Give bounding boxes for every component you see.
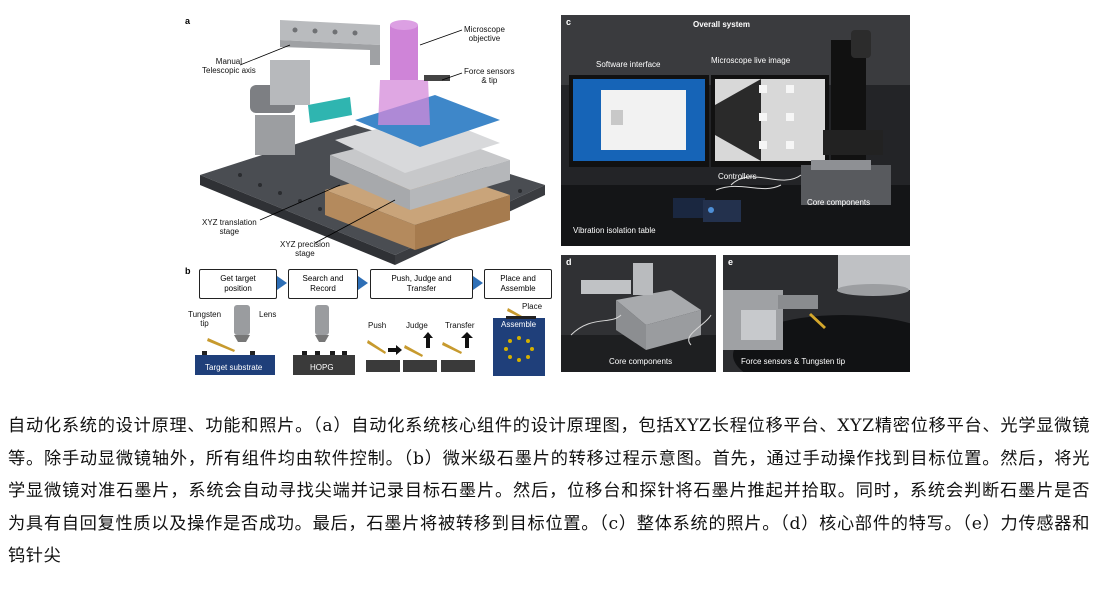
label-xyz-precision: XYZ precision stage xyxy=(280,240,330,258)
flow-step-2-text: Search and Record xyxy=(302,274,344,293)
label-lens: Lens xyxy=(259,310,277,319)
panel-d-drawing xyxy=(561,255,716,372)
panel-e-photo: e Force sensors & Tungsten tip xyxy=(723,255,910,372)
label-live-image: Microscope live image xyxy=(711,56,791,65)
label-manual-axis: Manual Telescopic axis xyxy=(202,57,256,75)
panel-e-letter: e xyxy=(728,257,734,267)
panel-d-letter: d xyxy=(566,257,572,267)
panel-a: a xyxy=(180,15,555,265)
flow-arrow-2 xyxy=(358,276,368,290)
panel-d-label: Core components xyxy=(609,357,673,366)
flow-arrow-3 xyxy=(473,276,483,290)
panel-c-drawing xyxy=(561,15,910,246)
flow-step-4-text: Place and Assemble xyxy=(500,274,536,293)
flow-step-1-text: Get target position xyxy=(220,274,256,293)
panel-a-drawing xyxy=(200,20,545,265)
label-transfer: Transfer xyxy=(445,321,475,330)
label-vibration: Vibration isolation table xyxy=(573,226,656,235)
label-push: Push xyxy=(368,321,387,330)
label-software: Software interface xyxy=(596,60,661,69)
panel-e-drawing xyxy=(723,255,910,372)
panel-e-label: Force sensors & Tungsten tip xyxy=(741,357,846,366)
panel-c-title: Overall system xyxy=(693,20,750,29)
caption-text: 自动化系统的设计原理、功能和照片。（a）自动化系统核心组件的设计原理图，包括XY… xyxy=(8,416,1090,566)
panel-b-letter: b xyxy=(185,266,191,276)
flow-arrow-1 xyxy=(277,276,287,290)
figure-caption: 自动化系统的设计原理、功能和照片。（a）自动化系统核心组件的设计原理图，包括XY… xyxy=(8,410,1090,573)
flow-step-2: Search and Record xyxy=(288,269,358,299)
panel-c-photo: c Overall system Software interface Micr… xyxy=(561,15,910,246)
panel-b-illustrations xyxy=(195,305,545,376)
label-xyz-translation: XYZ translation stage xyxy=(202,218,257,236)
panel-a-letter: a xyxy=(185,16,191,26)
panel-c-letter: c xyxy=(566,17,572,27)
label-assemble: Assemble xyxy=(499,320,539,329)
label-microscope: Microscope objective xyxy=(464,25,505,43)
label-place: Place xyxy=(522,302,543,311)
panel-d-photo: d Core components xyxy=(561,255,716,372)
label-target-substrate: Target substrate xyxy=(205,363,263,372)
label-core: Core components xyxy=(807,198,871,207)
label-controllers: Controllers xyxy=(718,172,757,181)
flow-step-1: Get target position xyxy=(199,269,277,299)
flow-step-4: Place and Assemble xyxy=(484,269,552,299)
flow-step-3: Push, Judge and Transfer xyxy=(370,269,473,299)
label-tungsten-tip: Tungsten tip xyxy=(188,310,222,328)
label-judge: Judge xyxy=(406,321,428,330)
flow-step-3-text: Push, Judge and Transfer xyxy=(391,274,452,293)
label-force-sensors: Force sensors & tip xyxy=(464,67,515,85)
label-hopg: HOPG xyxy=(310,363,334,372)
